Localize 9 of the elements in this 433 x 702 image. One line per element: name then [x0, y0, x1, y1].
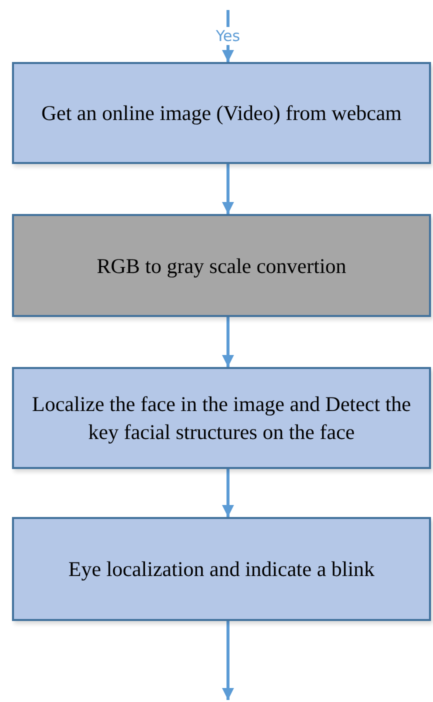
process-box: Get an online image (Video) from webcam — [12, 62, 431, 164]
process-box: Eye localization and indicate a blink — [12, 517, 431, 621]
process-box: Localize the face in the image and Detect the key facial structures on the face — [12, 367, 431, 469]
edge-label: Yes — [214, 27, 242, 45]
process-box: RGB to gray scale convertion — [12, 214, 431, 317]
arrow — [222, 317, 234, 367]
arrow — [222, 621, 234, 700]
arrow — [222, 164, 234, 214]
arrow — [222, 469, 234, 517]
